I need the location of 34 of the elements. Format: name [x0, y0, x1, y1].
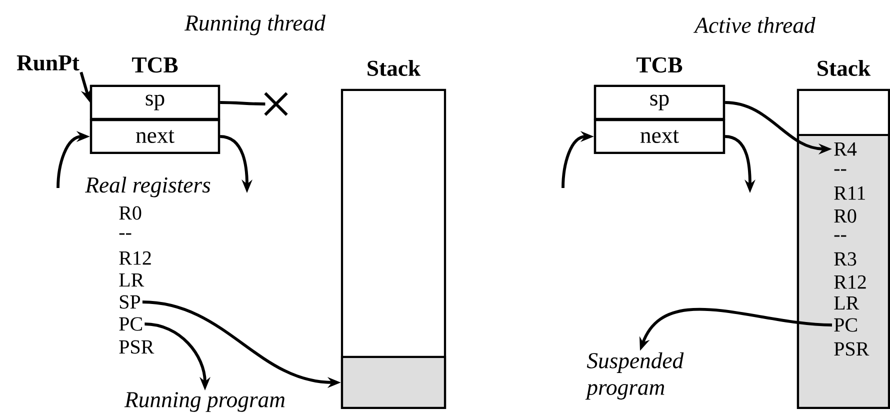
register-name: PC: [834, 318, 857, 332]
register-name: PC: [119, 317, 142, 331]
stack-frame: [796, 134, 890, 410]
tcb-field: next: [594, 118, 726, 154]
tcb-field: next: [90, 118, 220, 154]
register-name: R12: [834, 275, 866, 289]
register-name: PSR: [834, 342, 870, 356]
cross-mark: [264, 92, 288, 116]
register-name: R0: [834, 209, 856, 223]
node-label: Stack: [818, 60, 871, 76]
register-name: R12: [119, 251, 151, 265]
register-name: R0: [119, 206, 142, 220]
register-name: --: [834, 169, 846, 171]
section-title: Running thread: [184, 14, 326, 36]
node-label: TCB: [132, 57, 178, 73]
node-label: Stack: [368, 60, 421, 76]
registers-heading: Real registers: [85, 176, 210, 198]
program-label: Suspended program: [585, 352, 684, 400]
register-name: SP: [120, 295, 140, 309]
section-title: Active thread: [693, 17, 816, 33]
stack-frame: [340, 356, 446, 410]
register-name: R4: [834, 142, 857, 156]
register-name: --: [119, 233, 132, 235]
runpt-label: RunPt: [16, 55, 80, 71]
node-label: TCB: [636, 57, 682, 73]
program-label: Running program: [124, 392, 285, 412]
register-name: R3: [834, 252, 856, 266]
register-name: R11: [834, 186, 865, 200]
tcb-field: sp: [594, 84, 726, 120]
register-name: --: [834, 235, 846, 237]
tcb-field: sp: [90, 84, 220, 120]
register-name: LR: [119, 273, 144, 287]
register-name: PSR: [119, 340, 154, 354]
register-name: LR: [834, 296, 860, 310]
